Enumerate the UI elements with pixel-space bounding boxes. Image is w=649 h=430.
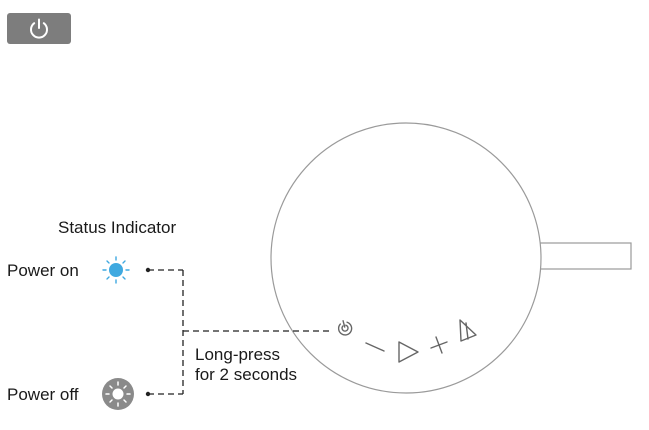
connector-dot bbox=[145, 267, 151, 273]
connector-dot bbox=[145, 391, 151, 397]
power-button[interactable] bbox=[7, 13, 71, 44]
minus-icon[interactable] bbox=[365, 342, 385, 352]
duration-label: for 2 seconds bbox=[195, 365, 298, 384]
long-press-label: Long-press bbox=[195, 345, 281, 364]
play-icon[interactable] bbox=[398, 341, 419, 363]
power-off-label: Power off bbox=[7, 385, 79, 404]
power-off-indicator-icon bbox=[102, 378, 134, 410]
power-on-indicator-icon bbox=[102, 256, 130, 284]
power-on-label: Power on bbox=[7, 261, 79, 280]
plus-icon[interactable] bbox=[430, 336, 448, 354]
connector-lines bbox=[148, 269, 330, 395]
device-body bbox=[270, 122, 542, 394]
status-indicator-title: Status Indicator bbox=[58, 218, 177, 237]
power-icon bbox=[30, 18, 48, 39]
bluetooth-icon[interactable] bbox=[459, 319, 477, 342]
power-icon[interactable] bbox=[337, 319, 353, 336]
